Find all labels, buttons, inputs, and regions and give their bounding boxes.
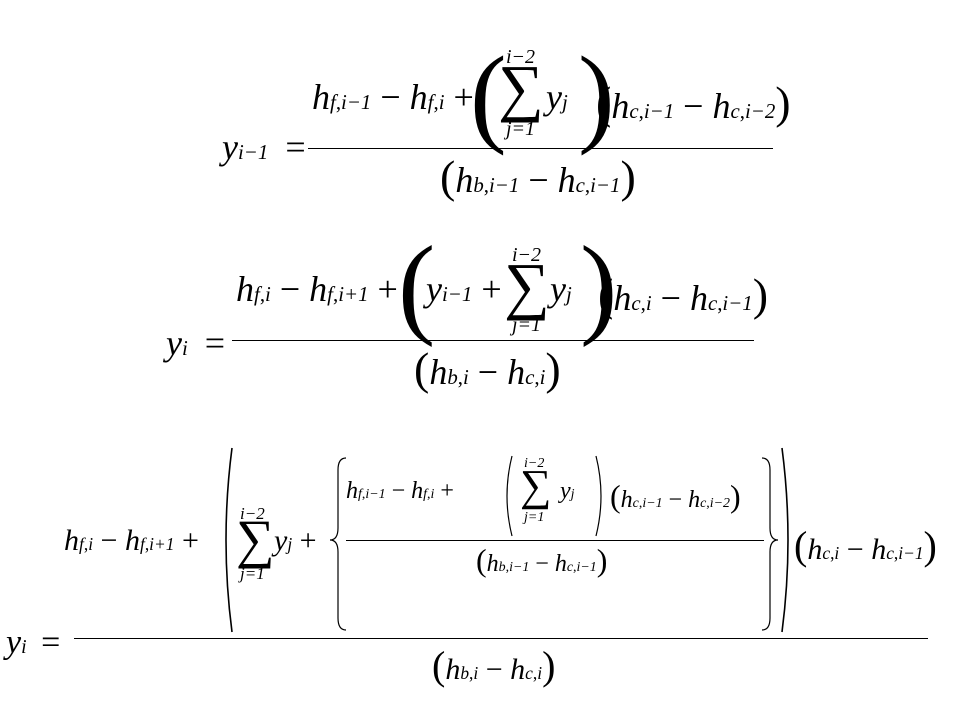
- eq2-right-paren: ): [580, 224, 618, 348]
- eq1-fraction-bar: [308, 148, 773, 149]
- eq2-yi1: yi−1 +: [426, 269, 502, 309]
- eq3-right-brace: [761, 457, 779, 631]
- eq1-sum-lower: j=1: [506, 118, 536, 140]
- eq2-sigma: ∑: [504, 250, 550, 321]
- eq3-inner-denominator: (hb,i−1 − hc,i−1): [476, 542, 608, 578]
- eq3-outer-left-paren: [225, 447, 233, 633]
- eq2-lhs: yi =: [166, 323, 226, 363]
- eq2-fraction-bar: [232, 340, 754, 341]
- eq3-lhs: yi =: [6, 624, 61, 661]
- eq3-denominator: (hb,i − hc,i): [432, 643, 556, 688]
- eq3-sum2-lower: j=1: [524, 510, 545, 525]
- eq1-hc-diff: (hc,i−1 − hc,i−2): [596, 77, 791, 128]
- eq3-sum2-upper: i−2: [524, 456, 545, 471]
- eq3-sigma2: ∑: [520, 461, 552, 510]
- eq3-inner-fraction-bar: [346, 540, 764, 541]
- eq2-sum-lower: j=1: [512, 314, 542, 336]
- eq3-left-brace: [329, 457, 347, 631]
- eq2-numerator: hf,i − hf,i+1 +: [236, 269, 398, 309]
- eq3-hc-diff: (hc,i − hc,i−1): [794, 523, 937, 568]
- eq3-inner-left-paren: [506, 455, 513, 537]
- eq3-sum2-term: yj: [560, 478, 575, 504]
- eq3-inner-right-paren: [595, 455, 602, 537]
- equation-1: yi−1 = hf,i−1 − hf,i + ( i−2 ∑ j=1 yj ) …: [0, 0, 960, 240]
- eq1-denominator: (hb,i−1 − hc,i−1): [440, 151, 636, 202]
- eq3-fraction-bar: [74, 638, 928, 639]
- eq3-outer-right-paren: [781, 447, 789, 633]
- eq1-sum-term: yj: [546, 77, 568, 117]
- eq1-right-paren: ): [578, 34, 615, 156]
- eq3-sum1-upper: i−2: [240, 504, 265, 523]
- eq1-numerator: hf,i−1 − hf,i +: [312, 77, 474, 117]
- eq2-denominator: (hb,i − hc,i): [414, 343, 561, 394]
- eq1-sigma: ∑: [498, 52, 544, 123]
- eq3-sum1-term: yj +: [274, 524, 317, 557]
- eq2-sum-term: yj: [550, 269, 572, 309]
- eq2-left-paren: (: [398, 224, 436, 348]
- eq3-sigma1: ∑: [236, 509, 275, 569]
- eq3-inner-hc-diff: (hc,i−1 − hc,i−2): [610, 478, 741, 514]
- eq1-sum-upper: i−2: [506, 46, 536, 68]
- eq2-sum-upper: i−2: [512, 244, 542, 266]
- eq3-sum1-lower: j=1: [240, 564, 265, 583]
- eq1-left-paren: (: [470, 34, 507, 156]
- eq3-numerator-head: hf,i − hf,i+1 +: [64, 524, 199, 557]
- eq3-inner-numerator: hf,i−1 − hf,i +: [346, 478, 454, 504]
- eq1-lhs: yi−1 =: [222, 127, 306, 167]
- equation-2: yi = hf,i − hf,i+1 + ( yi−1 + i−2 ∑ j=1 …: [166, 224, 769, 394]
- eq2-hc-diff: (hc,i − hc,i−1): [598, 269, 769, 320]
